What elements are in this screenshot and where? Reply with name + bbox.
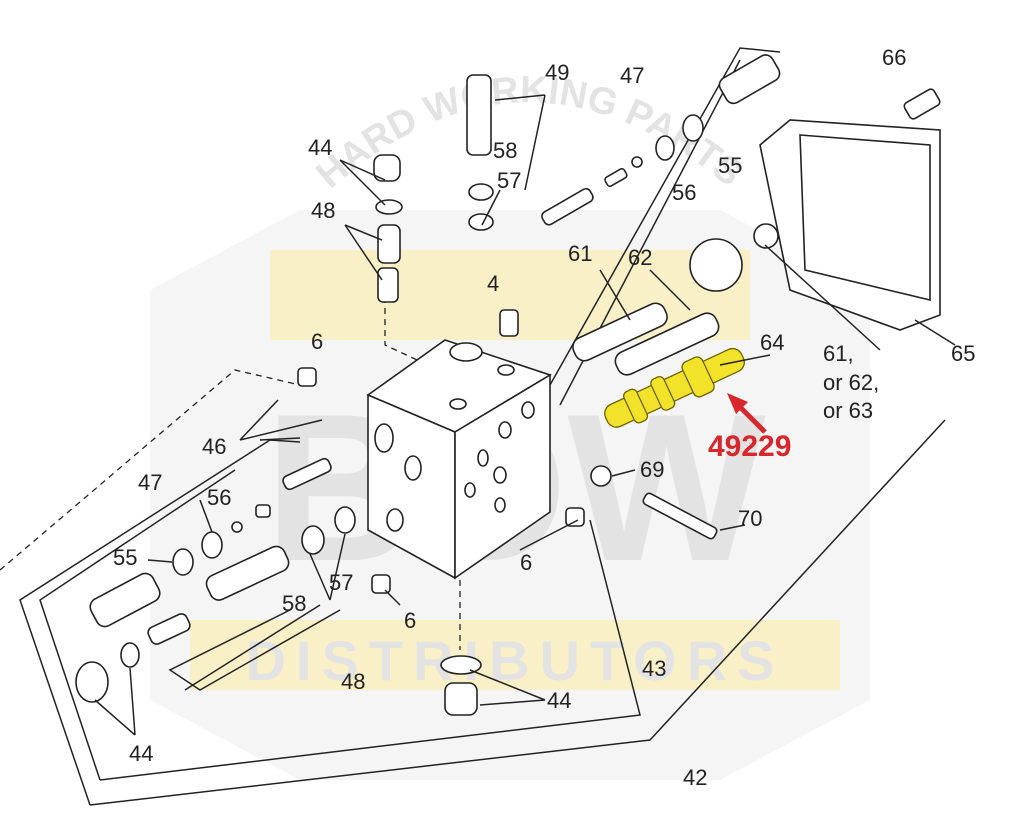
highlighted-part-49229 <box>604 347 745 428</box>
label-55: 55 <box>113 545 137 570</box>
label-alt-61: 61, <box>823 341 854 366</box>
label-47: 47 <box>620 63 644 88</box>
label-65: 65 <box>951 341 975 366</box>
label-61: 61 <box>568 241 592 266</box>
part-labels: 49 47 66 44 58 57 55 56 48 61 62 4 6 64 … <box>113 45 975 790</box>
label-58: 58 <box>282 591 306 616</box>
label-alt-63: or 63 <box>823 398 873 423</box>
label-alt-62: or 62, <box>823 370 879 395</box>
callout-arrow <box>727 393 767 434</box>
leader-lines <box>94 94 956 736</box>
label-56: 56 <box>207 485 231 510</box>
label-44: 44 <box>547 688 571 713</box>
label-57: 57 <box>329 570 353 595</box>
label-6: 6 <box>520 550 532 575</box>
part-49 <box>466 74 492 156</box>
label-6: 6 <box>404 608 416 633</box>
label-49: 49 <box>545 60 569 85</box>
label-6: 6 <box>311 329 323 354</box>
parts <box>75 54 941 716</box>
label-47: 47 <box>138 470 162 495</box>
label-44: 44 <box>129 741 153 766</box>
watermark-subtitle: DISTRIBUTORS <box>246 629 785 692</box>
label-46: 46 <box>202 434 226 459</box>
label-48: 48 <box>341 669 365 694</box>
label-4: 4 <box>487 271 499 296</box>
label-62: 62 <box>628 245 652 270</box>
label-66: 66 <box>882 45 906 70</box>
label-43: 43 <box>642 656 666 681</box>
label-42: 42 <box>683 765 707 790</box>
callout-part-number: 49229 <box>708 430 791 463</box>
label-57: 57 <box>497 168 521 193</box>
label-44: 44 <box>308 135 332 160</box>
label-48: 48 <box>311 198 335 223</box>
label-64: 64 <box>760 330 784 355</box>
label-70: 70 <box>738 506 762 531</box>
label-55: 55 <box>718 153 742 178</box>
valve-block <box>366 339 552 580</box>
label-58: 58 <box>493 138 517 163</box>
label-69: 69 <box>640 457 664 482</box>
label-56: 56 <box>672 180 696 205</box>
